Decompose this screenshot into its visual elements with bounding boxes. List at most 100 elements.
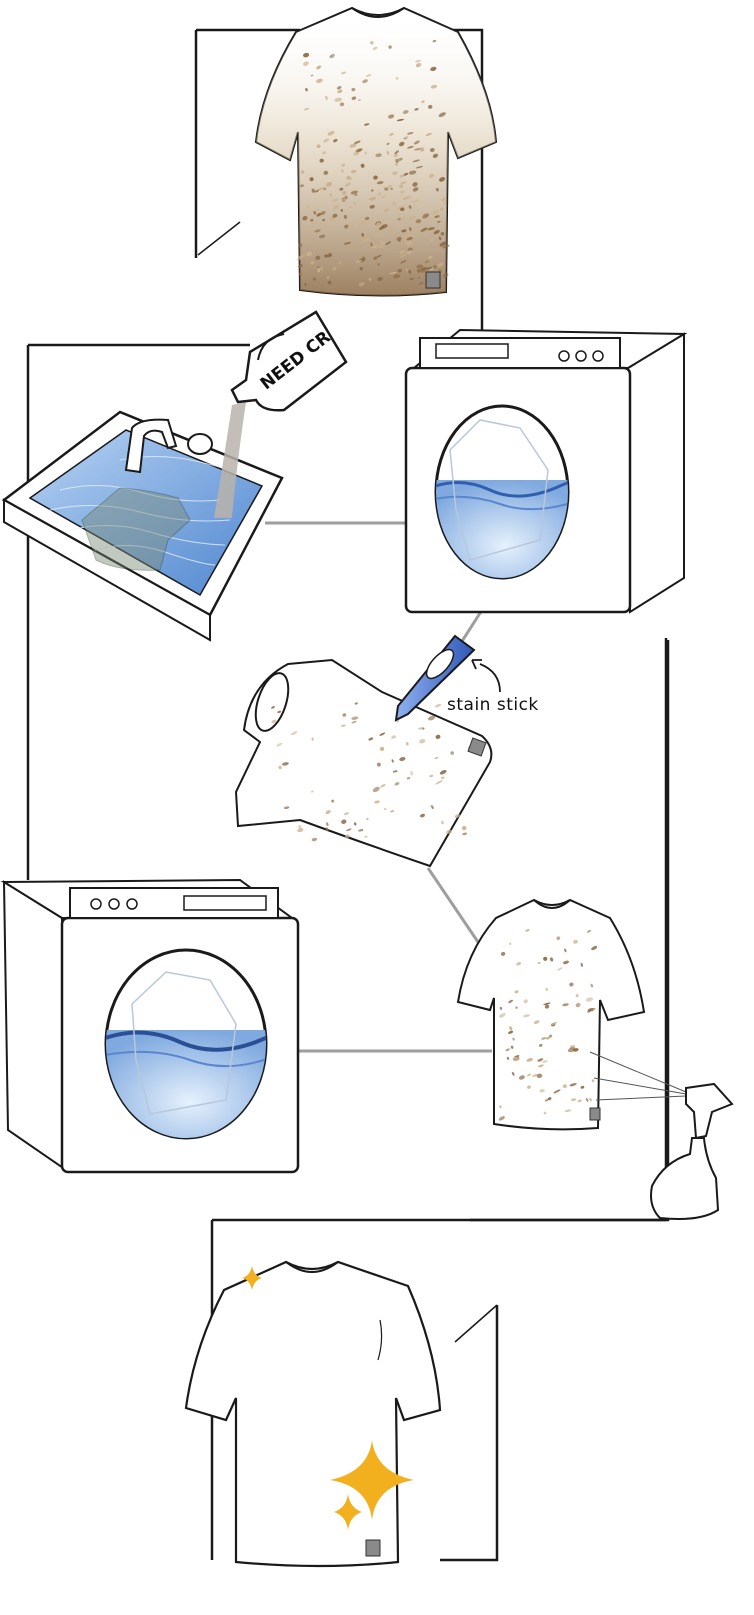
washer1-shirt-outline xyxy=(449,419,549,561)
stain-speck xyxy=(399,756,406,762)
clean-shirt-body xyxy=(184,1260,442,1568)
stain-speck xyxy=(388,227,396,230)
stain-speck xyxy=(379,732,386,736)
stain-speck xyxy=(563,960,569,965)
stain-speck xyxy=(590,983,594,988)
stain-speck xyxy=(358,829,364,832)
stain-speck xyxy=(327,280,332,285)
stain-speck xyxy=(570,1098,577,1102)
sink-water xyxy=(28,429,264,597)
stain-speck xyxy=(564,948,567,953)
stain-speck xyxy=(419,147,425,152)
stain-speck xyxy=(277,710,282,714)
stain-speck xyxy=(340,209,343,212)
stain-speck xyxy=(412,200,415,203)
stain-speck xyxy=(400,181,407,184)
stain-speck xyxy=(311,188,316,193)
stain-speck xyxy=(326,822,329,827)
sink-faucet xyxy=(124,418,178,474)
stain-speck xyxy=(575,1002,581,1008)
stain-speck xyxy=(332,266,337,271)
stain-speck xyxy=(316,65,322,70)
stain-speck xyxy=(332,213,338,218)
sparkle-icon-medium xyxy=(334,1494,362,1530)
stain-speck xyxy=(539,1089,545,1093)
stain-speck xyxy=(526,1058,533,1062)
stain-speck xyxy=(509,942,512,945)
stain-speck xyxy=(389,132,394,136)
stain-speck xyxy=(354,230,359,234)
stain-speck xyxy=(362,79,368,84)
stain-speck xyxy=(311,837,318,842)
stain-speck xyxy=(378,245,384,249)
washer2-control-panel xyxy=(69,887,279,919)
stain-speck xyxy=(396,236,402,241)
stain-speck xyxy=(333,138,338,143)
stain-speck xyxy=(532,1074,538,1077)
stain-speck xyxy=(393,154,399,158)
stain-speck xyxy=(358,282,365,287)
stain-speck xyxy=(341,71,347,75)
stain-speck xyxy=(311,737,314,741)
stain-speck xyxy=(354,140,361,144)
stain-speck xyxy=(325,827,329,832)
stain-speck xyxy=(438,112,446,118)
stain-speck xyxy=(418,726,424,730)
stain-speck xyxy=(338,261,342,264)
stain-speck xyxy=(375,153,382,158)
stain-speck xyxy=(366,817,369,821)
frame-bottom-fold xyxy=(454,1304,498,1343)
stain-speck xyxy=(351,169,357,174)
dirty-shirt-dirt-gradient xyxy=(256,8,496,296)
stain-speck xyxy=(383,208,390,212)
stain-speck xyxy=(430,84,438,89)
stain-speck xyxy=(368,737,374,741)
stain-speck xyxy=(408,269,412,274)
stain-speck xyxy=(428,715,436,721)
detergent-pour-stream xyxy=(214,402,246,518)
stain-speck xyxy=(402,110,409,114)
sink xyxy=(1,410,284,642)
stain-speck xyxy=(511,1071,515,1076)
stain-speck xyxy=(562,1003,569,1007)
stain-speck xyxy=(349,206,353,209)
stain-speck xyxy=(313,233,317,237)
clean-shirt-collar xyxy=(285,1261,339,1273)
stain-speck xyxy=(310,74,314,77)
spray-bottle xyxy=(589,1051,734,1220)
stain-speck xyxy=(412,182,418,187)
stain-speck xyxy=(440,207,444,211)
washer-top-right xyxy=(404,328,688,614)
stain-speck xyxy=(405,742,409,746)
stain-speck xyxy=(313,210,316,215)
stain-speck xyxy=(359,267,364,271)
stain-speck xyxy=(324,254,329,258)
stain-speck xyxy=(440,820,445,825)
stain-speck xyxy=(402,197,408,200)
stain-speck xyxy=(305,88,308,92)
sink-faucet-knob xyxy=(187,433,213,455)
stain-speck xyxy=(373,256,377,261)
stain-speck xyxy=(408,205,412,209)
stain-speck xyxy=(425,266,432,270)
sink-water-ripples xyxy=(49,455,251,566)
spray-shirt-body xyxy=(456,898,646,1131)
stain-speck xyxy=(368,196,377,201)
stain-speck xyxy=(393,274,401,279)
stain-speck xyxy=(414,108,419,111)
stain-speck xyxy=(432,39,437,43)
stain-speck xyxy=(428,256,433,259)
stain-speck xyxy=(549,957,554,962)
stain-speck xyxy=(344,195,348,200)
stain-speck xyxy=(372,46,378,50)
stain-speck xyxy=(429,774,434,778)
stain-speck xyxy=(443,202,447,206)
stain-speck xyxy=(506,1056,510,1060)
stain-speck xyxy=(327,130,335,136)
stain-speck xyxy=(417,269,421,273)
stain-speck xyxy=(366,74,372,77)
frame-top-fold xyxy=(197,221,241,256)
connector-shirt-to-spray xyxy=(426,867,482,946)
stain-speck xyxy=(409,227,412,232)
stain-speck xyxy=(409,277,414,281)
